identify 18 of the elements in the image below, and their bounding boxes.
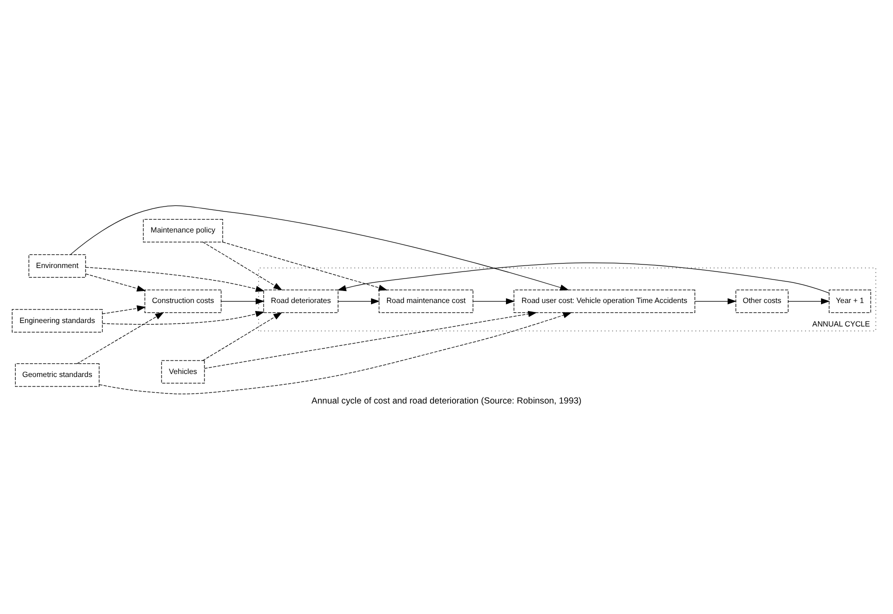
arrow: [472, 298, 515, 304]
arrow: [337, 262, 830, 294]
arrow: [99, 312, 572, 394]
arrow: [222, 242, 388, 291]
arrow: [202, 242, 282, 290]
arrow: [220, 298, 265, 304]
arrow: [76, 312, 164, 364]
arrow: [338, 298, 380, 304]
arrow: [85, 267, 265, 292]
arrow: [204, 310, 538, 369]
arrow: [788, 298, 830, 304]
arrow: [86, 274, 146, 292]
arrow: [70, 205, 569, 291]
arrow: [102, 311, 264, 325]
arrow: [102, 305, 146, 314]
arrow: [202, 312, 282, 361]
arrow: [694, 298, 736, 304]
caption: Annual cycle of cost and road deterioration (Source: Robinson, 1993): [312, 396, 582, 406]
